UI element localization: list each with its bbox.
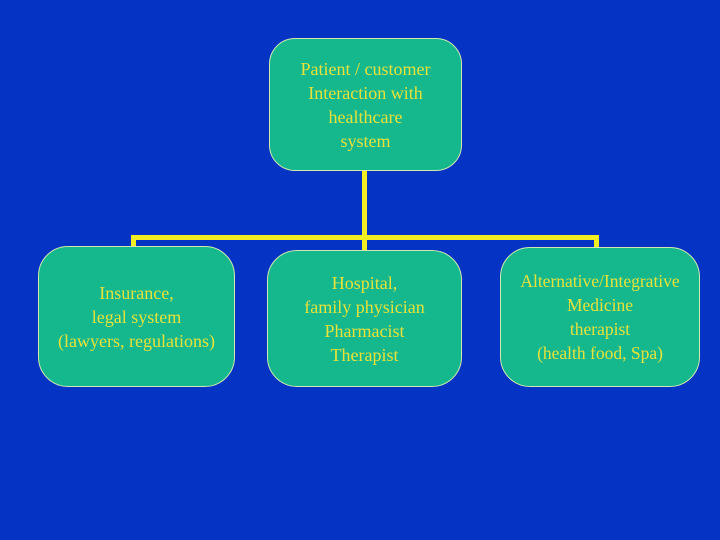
node-text-line: Pharmacist — [324, 320, 405, 341]
node-text-line: Alternative/Integrative — [520, 271, 680, 291]
node-patient-interaction-text: Patient / customer Interaction with heal… — [270, 55, 461, 155]
node-alternative-medicine: Alternative/Integrative Medicine therapi… — [500, 247, 700, 387]
node-text-line: Medicine — [566, 295, 634, 315]
node-text-line: healthcare — [328, 106, 403, 127]
node-hospital-providers-text: Hospital, family physician Pharmacist Th… — [268, 269, 461, 369]
node-alternative-medicine-text: Alternative/Integrative Medicine therapi… — [501, 267, 699, 367]
node-text-line: Insurance, — [99, 282, 174, 303]
node-text-line: Hospital, — [331, 272, 398, 293]
connector-top-vertical — [362, 170, 367, 251]
node-insurance-legal-text: Insurance, legal system (lawyers, regula… — [39, 279, 234, 355]
node-text-line: family physician — [304, 296, 425, 317]
node-patient-interaction: Patient / customer Interaction with heal… — [269, 38, 462, 171]
node-text-line: Therapist — [330, 344, 399, 365]
node-text-line: (lawyers, regulations) — [58, 330, 215, 351]
node-hospital-providers: Hospital, family physician Pharmacist Th… — [267, 250, 462, 387]
node-text-line: system — [340, 130, 391, 151]
node-insurance-legal: Insurance, legal system (lawyers, regula… — [38, 246, 235, 387]
connector-right-stub — [594, 238, 599, 249]
connector-horizontal — [131, 235, 599, 240]
node-text-line: legal system — [91, 306, 182, 327]
connector-left-stub — [131, 238, 136, 248]
node-text-line: Patient / customer — [300, 58, 431, 79]
node-text-line: (health food, Spa) — [537, 343, 663, 363]
node-text-line: therapist — [569, 319, 631, 339]
node-text-line: Interaction with — [308, 82, 423, 103]
